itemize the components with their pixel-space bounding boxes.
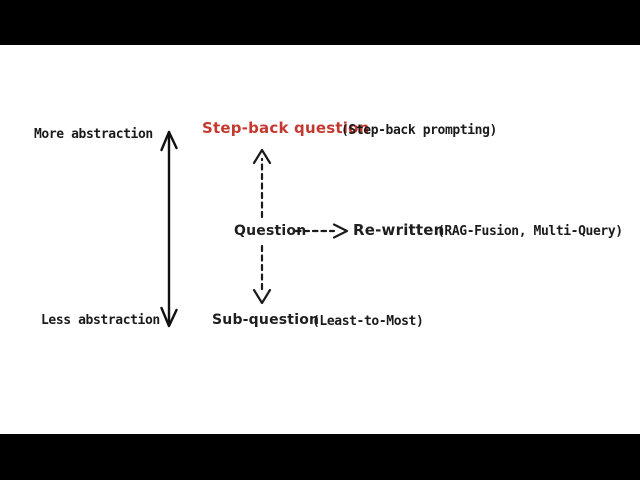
rewritten-annotation: (RAG-Fusion, Multi-Query): [437, 224, 623, 239]
dashed-arrow-up-icon: [250, 147, 274, 221]
abstraction-axis-arrow-icon: [150, 124, 190, 334]
dashed-arrow-down-icon: [250, 243, 274, 307]
less-abstraction-label: Less abstraction: [41, 313, 160, 328]
step-back-annotation: (Step-back prompting): [341, 123, 497, 138]
step-back-question-title: Step-back question: [202, 119, 370, 137]
sub-question-title: Sub-question: [212, 312, 320, 328]
letterbox-bottom: [0, 434, 640, 480]
question-label: Question: [234, 223, 307, 239]
more-abstraction-label: More abstraction: [34, 127, 153, 142]
rewritten-title: Re-written: [353, 221, 445, 239]
dashed-arrow-right-icon: [293, 222, 353, 240]
diagram-canvas: More abstraction Less abstraction Step-b…: [0, 45, 640, 434]
letterbox-top: [0, 0, 640, 45]
sub-question-annotation: (Least-to-Most): [312, 314, 424, 329]
